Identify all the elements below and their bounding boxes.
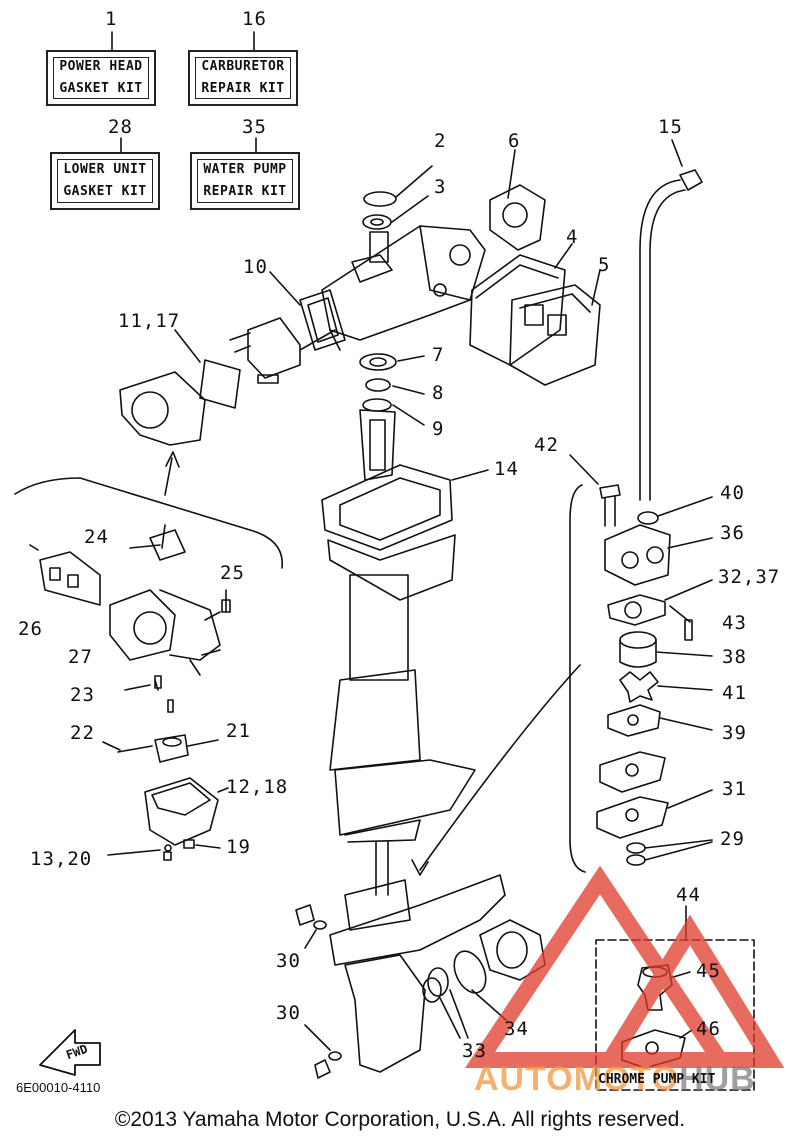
kit-number-16: 16	[242, 8, 267, 30]
callout-26: 26	[18, 618, 43, 640]
callout-42: 42	[534, 434, 559, 456]
callout-39: 39	[722, 722, 747, 744]
kit-line2: REPAIR KIT	[201, 81, 285, 96]
callout-44: 44	[676, 884, 701, 906]
callout-25: 25	[220, 562, 245, 584]
callout-36: 36	[720, 522, 745, 544]
callout-8: 8	[432, 382, 445, 404]
callout-5: 5	[598, 254, 611, 276]
kit-box-water-pump: WATER PUMP REPAIR KIT	[190, 152, 300, 210]
callout-4: 4	[566, 226, 579, 248]
kit-line2: GASKET KIT	[59, 81, 143, 96]
water-pump-assembly	[569, 454, 713, 866]
callout-22: 22	[70, 722, 95, 744]
kit-line1: CARBURETOR	[201, 59, 285, 74]
callout-43: 43	[722, 612, 747, 634]
callout-30-lower: 30	[276, 1002, 301, 1024]
callout-31: 31	[722, 778, 747, 800]
callout-23: 23	[70, 684, 95, 706]
kit-line1: WATER PUMP	[203, 162, 287, 177]
kit-box-carburetor: CARBURETOR REPAIR KIT	[188, 50, 298, 106]
kit-number-35: 35	[242, 116, 267, 138]
diagram-code: 6E00010-4110	[16, 1080, 101, 1095]
watermark-logo	[465, 865, 785, 1068]
callout-34: 34	[504, 1018, 529, 1040]
callout-12-18: 12,18	[226, 776, 289, 798]
kit-number-1: 1	[105, 8, 118, 30]
watermark-part2: HUB	[679, 1060, 756, 1098]
watermark-part1: AUTOMOTO	[474, 1060, 680, 1098]
callout-9: 9	[432, 418, 445, 440]
kit-box-lower-unit: LOWER UNIT GASKET KIT	[50, 152, 160, 210]
callout-46: 46	[696, 1018, 721, 1040]
kit-line2: GASKET KIT	[63, 184, 147, 199]
callout-29: 29	[720, 828, 745, 850]
copyright-notice: ©2013 Yamaha Motor Corporation, U.S.A. A…	[114, 1108, 686, 1131]
kit-line1: POWER HEAD	[59, 59, 143, 74]
kit-box-power-head: POWER HEAD GASKET KIT	[46, 50, 156, 106]
callout-38: 38	[722, 646, 747, 668]
callout-27: 27	[68, 646, 93, 668]
callout-45: 45	[696, 960, 721, 982]
callout-33: 33	[462, 1040, 487, 1062]
kit-line1: LOWER UNIT	[63, 162, 147, 177]
kit-line2: REPAIR KIT	[203, 184, 287, 199]
upper-casing	[321, 225, 486, 351]
callout-40: 40	[720, 482, 745, 504]
callout-32-37: 32,37	[718, 566, 781, 588]
callout-41: 41	[722, 682, 747, 704]
callout-19: 19	[226, 836, 251, 858]
callout-10: 10	[243, 256, 268, 278]
callout-6: 6	[508, 130, 521, 152]
callout-14: 14	[494, 458, 519, 480]
callout-24: 24	[84, 526, 109, 548]
callout-15: 15	[658, 116, 683, 138]
carburetor-assembly	[29, 524, 231, 861]
callout-11-17: 11,17	[118, 310, 181, 332]
callout-13-20: 13,20	[30, 848, 93, 870]
callout-2: 2	[434, 130, 447, 152]
callout-21: 21	[226, 720, 251, 742]
callout-7: 7	[432, 344, 445, 366]
callout-30-upper: 30	[276, 950, 301, 972]
callout-3: 3	[434, 176, 447, 198]
kit-number-28: 28	[108, 116, 133, 138]
watermark-text: AUTOMOTOHUB	[474, 1060, 756, 1099]
chrome-pump-kit-label: CHROME PUMP KIT	[598, 1072, 716, 1087]
